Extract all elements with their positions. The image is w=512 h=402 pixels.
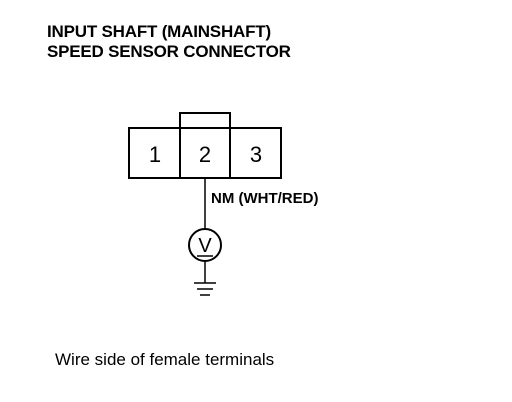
- pin-2-label: 2: [199, 142, 211, 167]
- diagram-caption: Wire side of female terminals: [55, 350, 275, 369]
- title-line-1: INPUT SHAFT (MAINSHAFT): [47, 22, 271, 41]
- connector-lock-tab: [179, 112, 231, 129]
- voltmeter-symbol: V: [198, 235, 212, 257]
- diagram-title: INPUT SHAFT (MAINSHAFT) SPEED SENSOR CON…: [47, 22, 291, 62]
- connector-body: [128, 127, 282, 179]
- ground-icon: [194, 282, 216, 296]
- wire-label: NM (WHT/RED): [211, 190, 318, 207]
- title-line-2: SPEED SENSOR CONNECTOR: [47, 42, 291, 61]
- pin-3-label: 3: [250, 142, 262, 167]
- pin-1-label: 1: [149, 142, 161, 167]
